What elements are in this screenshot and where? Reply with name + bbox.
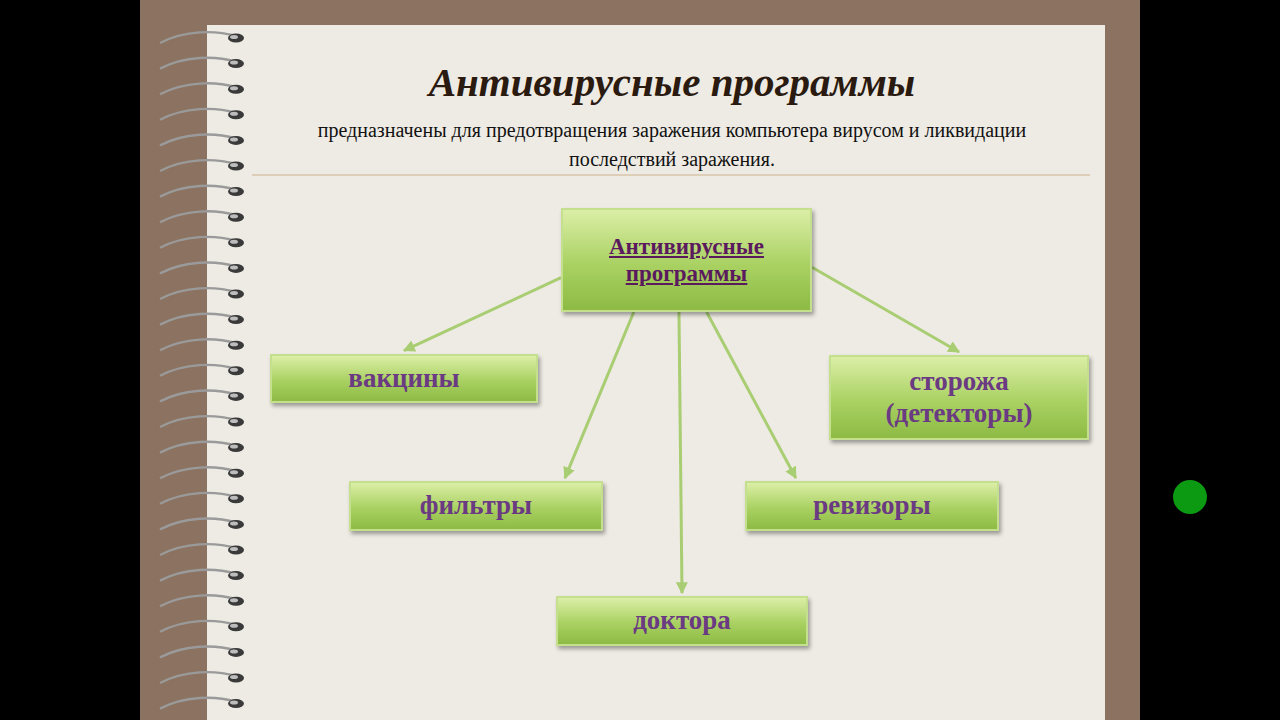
spiral-ring — [160, 314, 244, 325]
spiral-ring — [160, 83, 244, 94]
spiral-ring — [160, 467, 244, 478]
box-label: сторожа (детекторы) — [831, 362, 1087, 434]
spiral-ring — [160, 442, 244, 453]
category-box: ревизоры — [745, 481, 999, 531]
spiral-ring — [160, 237, 244, 248]
arrow-connector — [679, 312, 682, 593]
subtitle: предназначены для предотвращения заражен… — [312, 116, 1032, 174]
category-box: фильтры — [349, 481, 603, 531]
spiral-ring — [160, 288, 244, 299]
slide-title: Антивирусные программы — [272, 58, 1072, 107]
box-label: фильтры — [410, 486, 542, 526]
root-box: Антивирусные программы — [561, 208, 812, 312]
spiral-ring — [160, 416, 244, 427]
box-label: Антивирусные программы — [563, 229, 810, 291]
spiral-ring — [160, 160, 244, 171]
category-box: доктора — [556, 596, 808, 646]
category-box: сторожа (детекторы) — [829, 355, 1089, 440]
spiral-ring — [160, 647, 244, 658]
box-label: вакцины — [338, 359, 469, 399]
green-dot — [1173, 480, 1207, 514]
spiral-ring — [160, 263, 244, 274]
spiral-binding — [160, 32, 244, 708]
spiral-ring — [160, 621, 244, 632]
spiral-ring — [160, 544, 244, 555]
spiral-ring — [160, 672, 244, 683]
spiral-ring — [160, 493, 244, 504]
arrow-connector — [707, 312, 796, 478]
spiral-ring — [160, 595, 244, 606]
spiral-ring — [160, 186, 244, 197]
spiral-ring — [160, 391, 244, 402]
spiral-ring — [160, 109, 244, 120]
spiral-ring — [160, 365, 244, 376]
spiral-ring — [160, 519, 244, 530]
spiral-ring — [160, 339, 244, 350]
category-box: вакцины — [270, 354, 538, 404]
arrow-connector — [565, 312, 634, 478]
box-label: доктора — [623, 601, 741, 641]
spiral-ring — [160, 698, 244, 709]
spiral-ring — [160, 570, 244, 581]
divider-line — [252, 174, 1090, 176]
spiral-ring — [160, 58, 244, 69]
spiral-ring — [160, 135, 244, 146]
spiral-ring — [160, 32, 244, 43]
spiral-ring — [160, 211, 244, 222]
arrow-connector — [812, 267, 959, 352]
arrow-connector — [404, 278, 561, 351]
box-label: ревизоры — [803, 486, 940, 526]
